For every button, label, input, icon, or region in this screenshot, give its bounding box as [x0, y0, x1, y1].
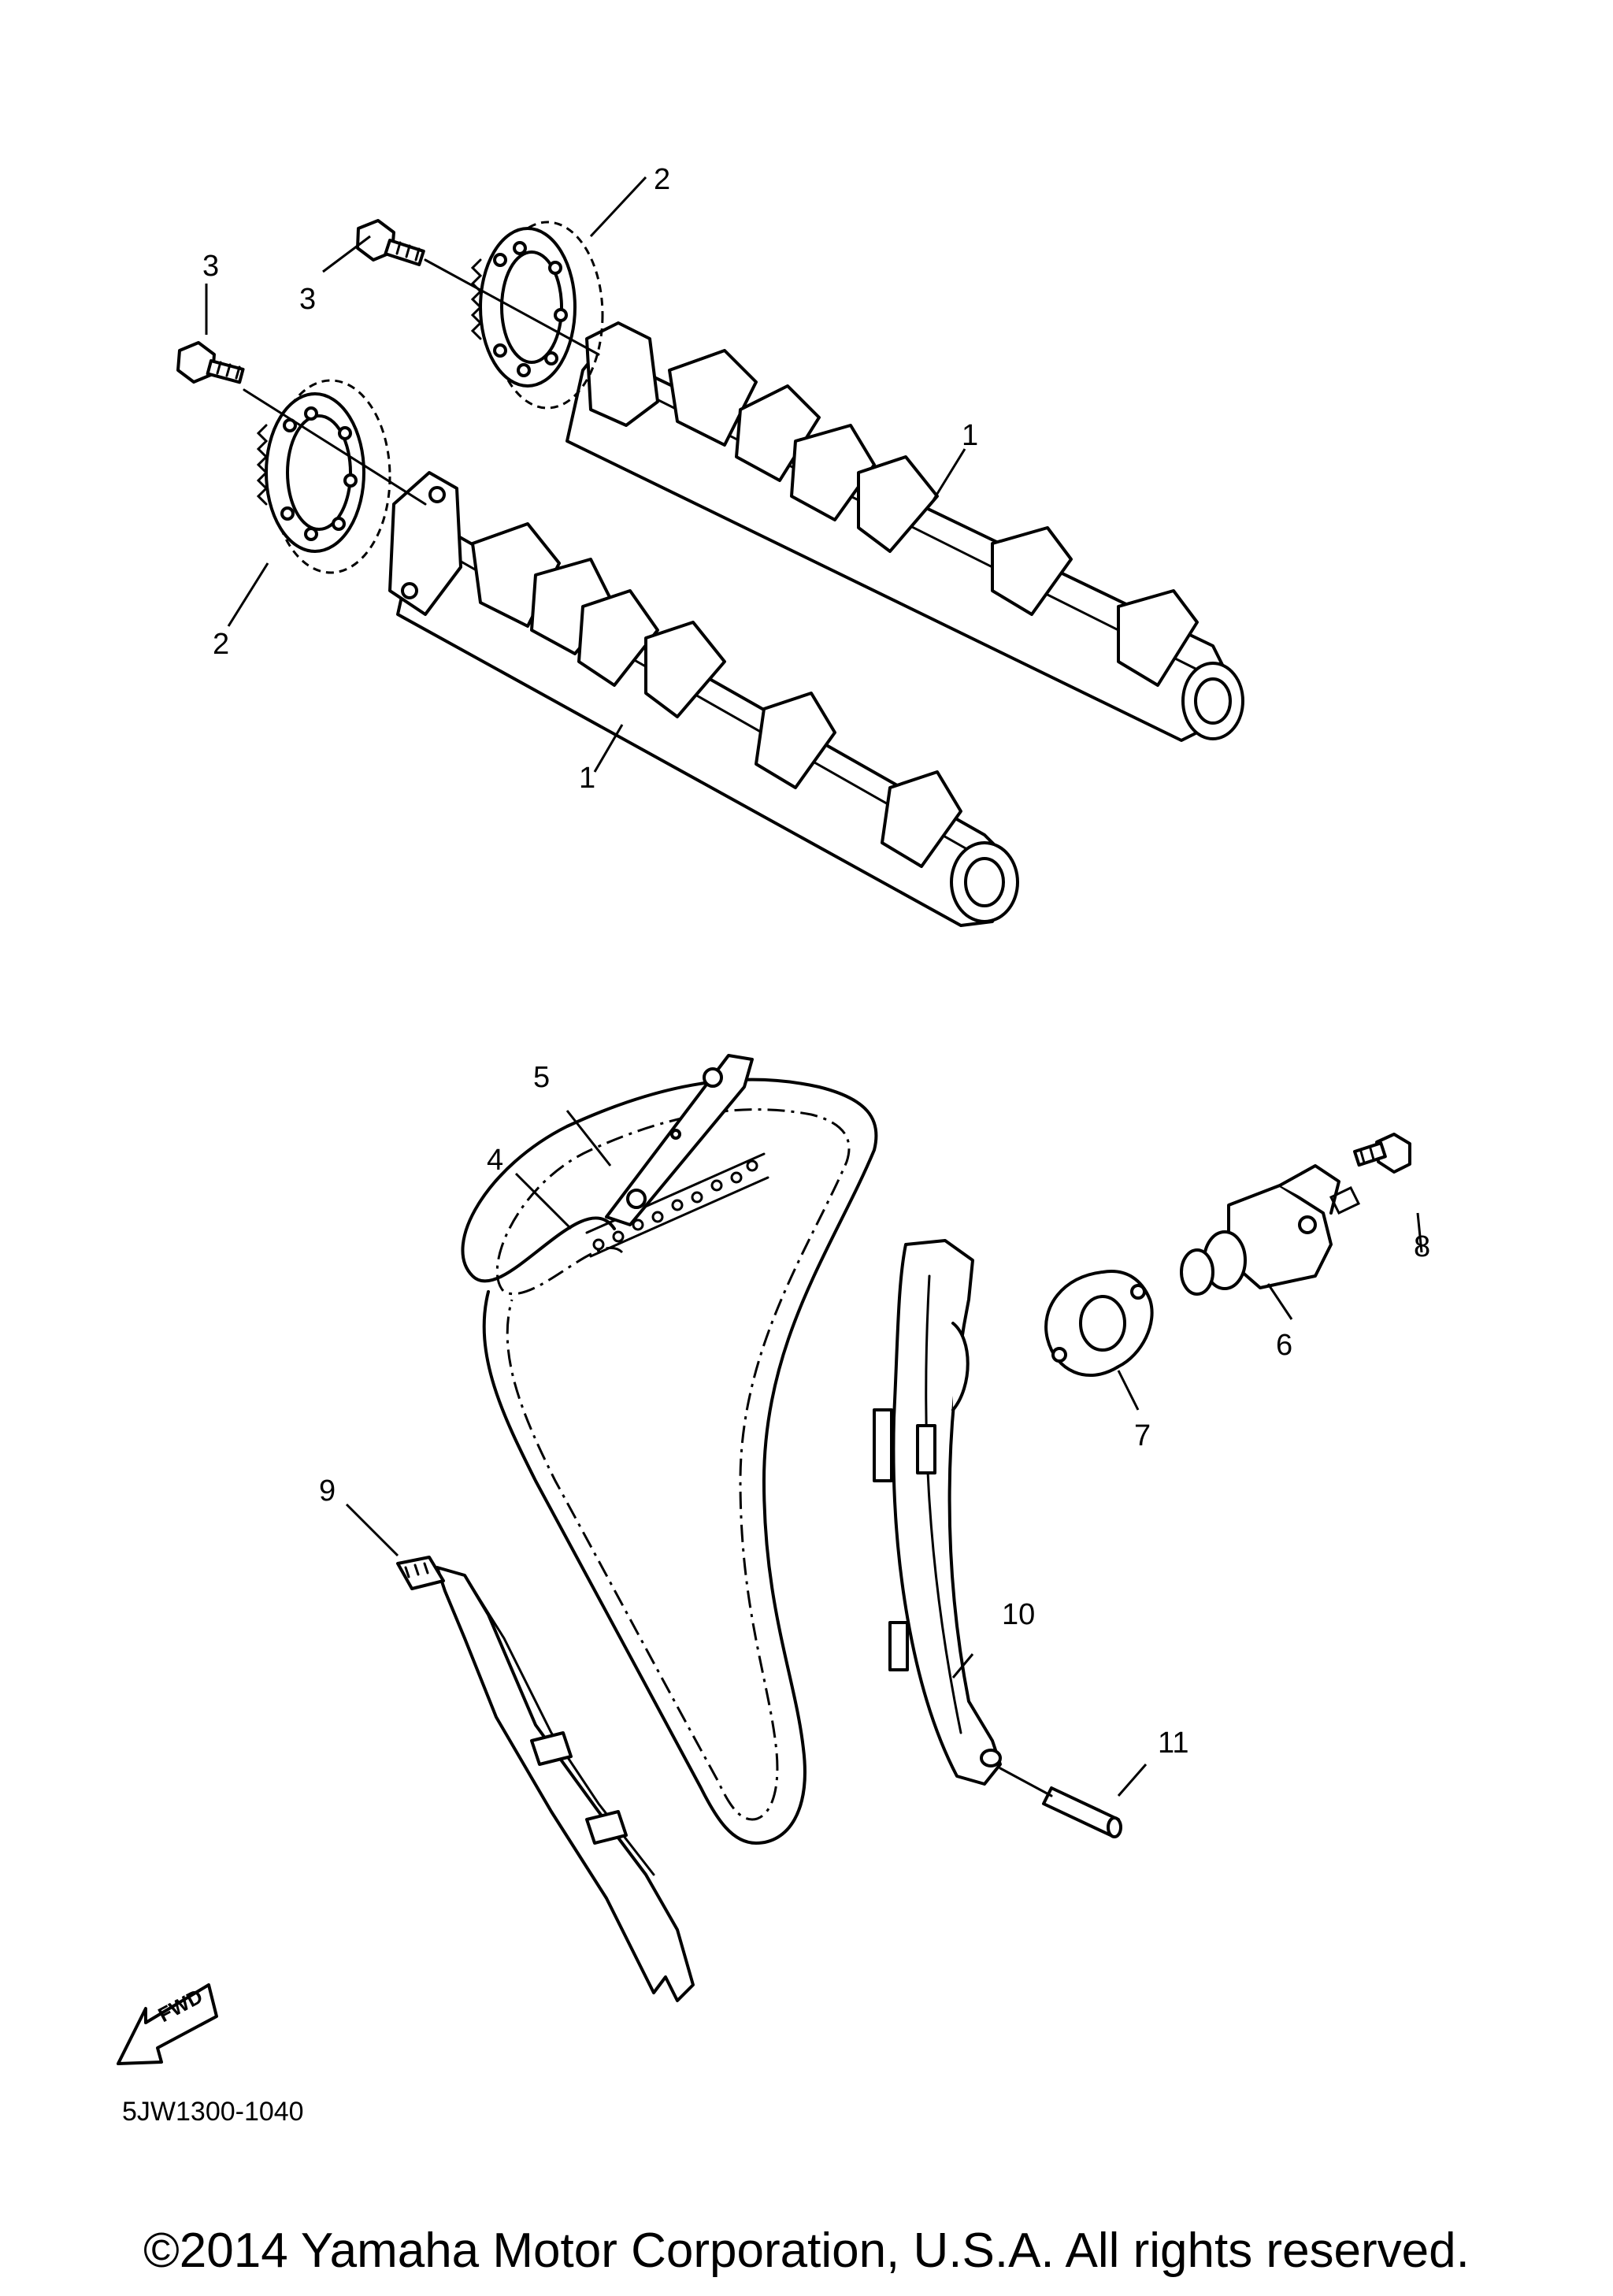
callout-10: 10 — [1002, 1598, 1035, 1631]
sprocket-upper[interactable] — [470, 221, 604, 410]
callout-2-upper: 2 — [654, 163, 670, 196]
chain-tensioner-guide[interactable] — [873, 1239, 1002, 1786]
tensioner-gasket[interactable] — [1044, 1270, 1154, 1377]
callout-4: 4 — [487, 1144, 503, 1177]
diagram-code: 5JW1300-1040 — [122, 2097, 304, 2127]
callout-1-upper: 1 — [962, 419, 978, 452]
tensioner-bolt[interactable] — [1353, 1133, 1411, 1174]
copyright-notice: ©2014 Yamaha Motor Corporation, U.S.A. A… — [143, 2224, 1470, 2278]
chain-guide-top[interactable] — [605, 1054, 754, 1226]
callout-5: 5 — [533, 1061, 550, 1094]
callout-9: 9 — [319, 1474, 336, 1508]
chain-tensioner[interactable] — [1180, 1164, 1361, 1296]
camshaft-lower[interactable] — [388, 471, 1019, 927]
bolt-upper[interactable] — [356, 219, 425, 267]
callout-3-upper: 3 — [299, 283, 316, 316]
chain-guide-fixed[interactable] — [396, 1556, 695, 2002]
callout-7: 7 — [1134, 1419, 1151, 1452]
forward-arrow-icon: FWD — [117, 1983, 218, 2065]
pin[interactable] — [1042, 1786, 1122, 1838]
callout-2-lower: 2 — [213, 628, 229, 661]
callout-8: 8 — [1414, 1230, 1430, 1263]
callout-11: 11 — [1158, 1727, 1188, 1760]
leader-lines — [205, 176, 1423, 1797]
callout-6: 6 — [1276, 1329, 1292, 1362]
bolt-lower[interactable] — [176, 341, 245, 384]
callout-3-lower: 3 — [202, 250, 219, 283]
camshaft-upper[interactable] — [565, 321, 1244, 742]
callout-1-lower: 1 — [579, 762, 595, 795]
sprocket-lower[interactable] — [256, 379, 391, 574]
